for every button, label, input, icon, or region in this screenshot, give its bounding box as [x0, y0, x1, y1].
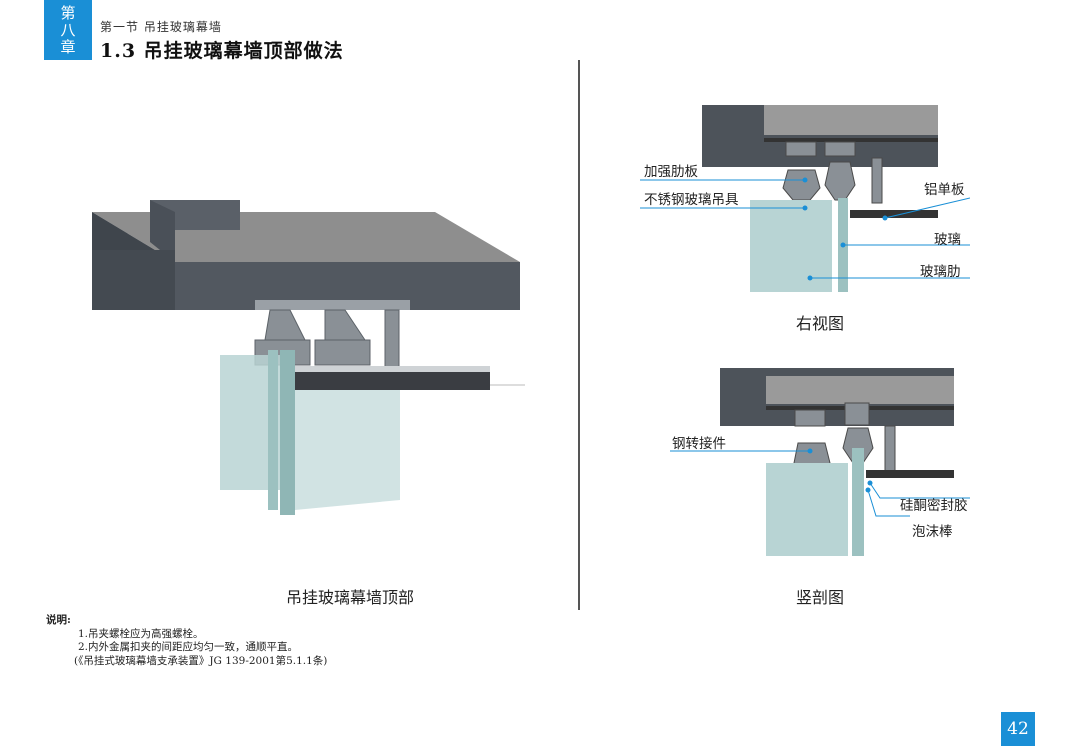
right-view-caption: 右视图 [795, 314, 844, 333]
page-title: 1.3 吊挂玻璃幕墙顶部做法 [100, 40, 344, 62]
notes-heading: 说明: [46, 614, 71, 626]
main-figure-caption: 吊挂玻璃幕墙顶部 [285, 588, 414, 607]
right-view-diagram [640, 105, 970, 292]
section-subtitle: 第一节 吊挂玻璃幕墙 [100, 20, 222, 34]
callout-reinforcing-rib: 加强肋板 [644, 164, 698, 180]
note-item: 1.吊夹螺栓应为高强螺栓。 [78, 627, 204, 640]
callout-glass-fin: 玻璃肋 [920, 264, 961, 280]
main-3d-illustration [92, 200, 525, 515]
notes: 说明: 1.吊夹螺栓应为高强螺栓。 2.内外金属扣夹的间距应均匀一致，通顺平直。… [46, 614, 327, 668]
callout-glass: 玻璃 [934, 232, 961, 248]
callout-stainless-hanger: 不锈钢玻璃吊具 [644, 192, 739, 208]
note-reference: (《吊挂式玻璃幕墙支承装置》JG 139-2001第5.1.1条) [74, 654, 328, 667]
callout-aluminium-panel: 铝单板 [924, 182, 965, 198]
page-number: 42 [1001, 712, 1035, 746]
callout-silicone-sealant: 硅酮密封胶 [900, 498, 968, 514]
vertical-divider [578, 60, 580, 610]
section-view-diagram [670, 368, 970, 556]
chapter-tab-char-2: 八 [60, 20, 76, 39]
section-view-caption: 竖剖图 [795, 588, 844, 607]
note-item: 2.内外金属扣夹的间距应均匀一致，通顺平直。 [78, 641, 299, 653]
chapter-tab-char-3: 章 [60, 37, 76, 56]
callout-steel-adapter: 钢转接件 [672, 436, 726, 452]
chapter-tab: 第 八 章 [44, 0, 92, 60]
chapter-tab-char-1: 第 [60, 3, 76, 22]
callout-foam-rod: 泡沫棒 [912, 524, 953, 540]
